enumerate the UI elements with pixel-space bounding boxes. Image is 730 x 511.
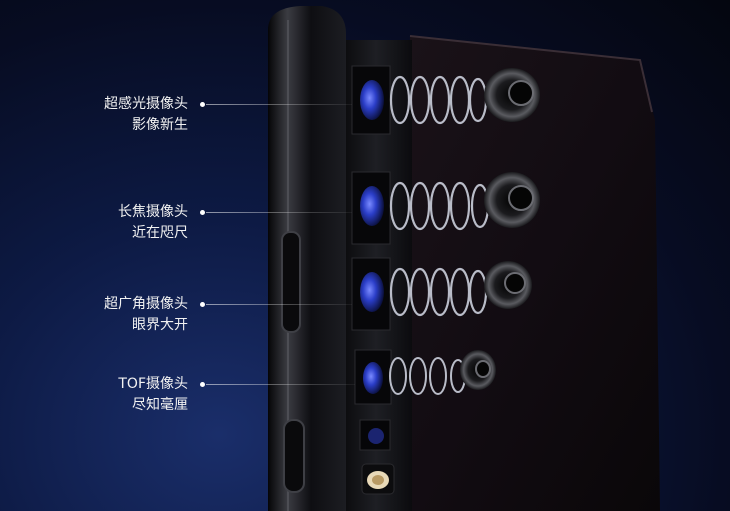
phone-back-edge xyxy=(409,35,653,113)
callout-subtitle: 影像新生 xyxy=(132,117,188,133)
callout-subtitle: 近在咫尺 xyxy=(132,225,188,241)
lens-assembly-telephoto xyxy=(351,171,540,245)
lens-assembly-tof xyxy=(354,349,496,405)
callout-ultra-sensing-camera: 超感光摄像头 影像新生 xyxy=(8,94,188,136)
callout-telephoto-camera: 长焦摄像头 近在咫尺 xyxy=(8,202,188,244)
callout-tof-camera: TOF摄像头 尽知毫厘 xyxy=(8,374,188,416)
callout-title: 超感光摄像头 xyxy=(104,96,188,112)
leader-line xyxy=(206,212,352,213)
callout-dot xyxy=(200,210,205,215)
callout-dot xyxy=(200,102,205,107)
callout-ultra-wide-camera: 超广角摄像头 眼界大开 xyxy=(8,294,188,336)
leader-line xyxy=(206,304,352,305)
callout-dot xyxy=(200,302,205,307)
lens-assembly-ultra-wide xyxy=(351,257,532,331)
lower-sensor-glass xyxy=(368,428,384,444)
volume-button xyxy=(281,231,301,333)
callout-title: 超广角摄像头 xyxy=(104,296,188,312)
callout-subtitle: 尽知毫厘 xyxy=(132,397,188,413)
power-fingerprint-button xyxy=(283,419,305,493)
callout-title: 长焦摄像头 xyxy=(118,204,188,220)
phone-side-edge xyxy=(268,6,346,511)
callout-title: TOF摄像头 xyxy=(118,376,188,392)
phone-back-panel xyxy=(405,36,660,511)
leader-line xyxy=(206,104,352,105)
callout-dot xyxy=(200,382,205,387)
leader-line xyxy=(206,384,355,385)
lens-assembly-ultra-sensing xyxy=(351,65,540,135)
callout-subtitle: 眼界大开 xyxy=(132,317,188,333)
